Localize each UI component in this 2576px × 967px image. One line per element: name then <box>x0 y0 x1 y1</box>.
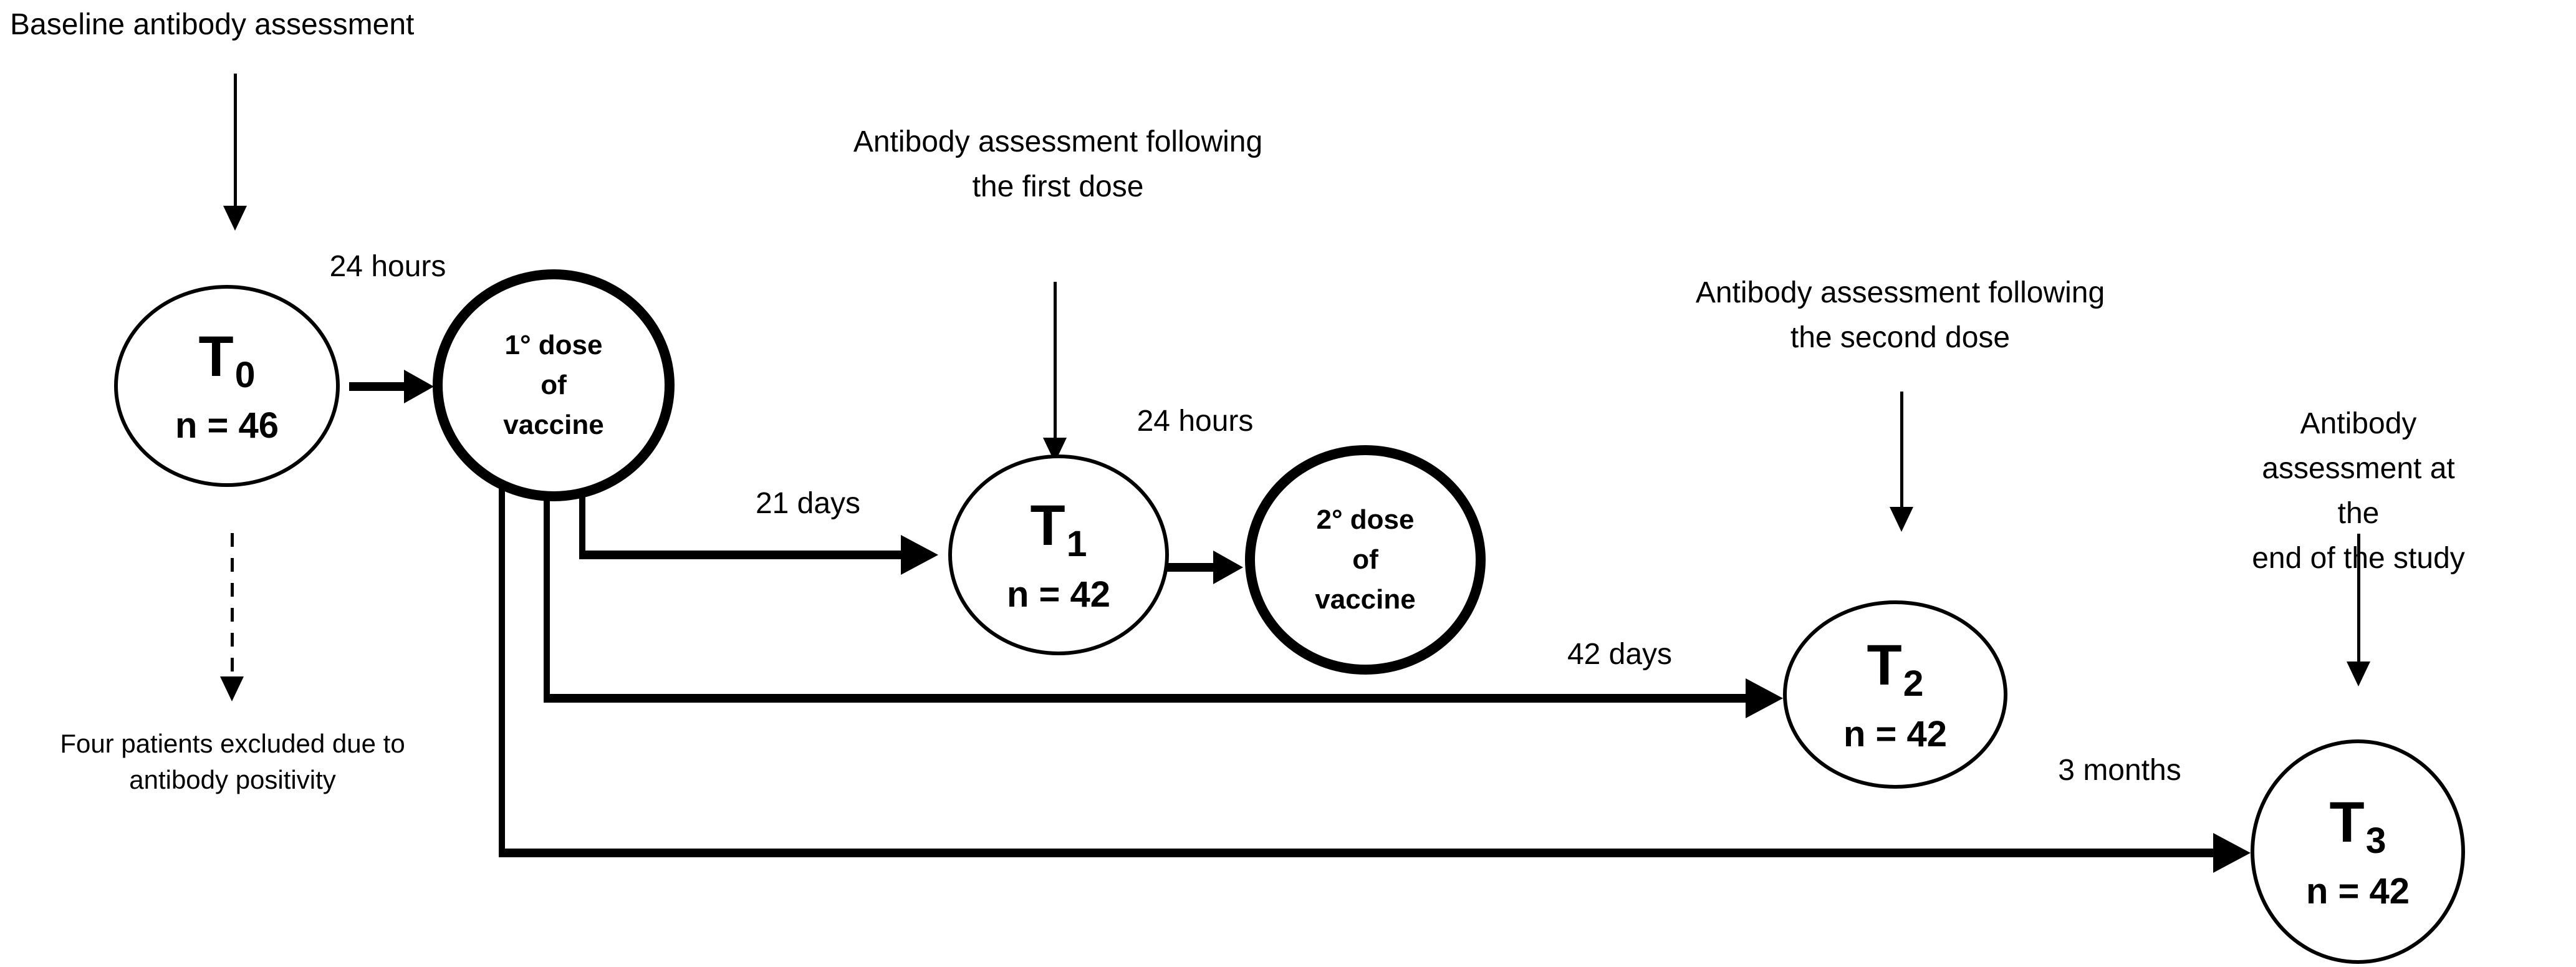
connector-dose1-t1-horizontal <box>579 551 901 559</box>
node-t1-count: n = 42 <box>1006 574 1111 615</box>
connector-dose1-t1-vertical <box>579 481 585 559</box>
node-t3-label: T3 <box>2329 791 2386 861</box>
node-t3-count: n = 42 <box>2305 870 2410 912</box>
label-assessment-first-dose: Antibody assessment following the first … <box>853 125 1263 203</box>
arrowhead-dose1-to-t3 <box>2213 833 2251 873</box>
label-excluded-patients: Four patients excluded due to antibody p… <box>60 729 405 794</box>
arrowhead-assess-second-to-t2 <box>1890 507 1913 532</box>
arrow-t0-to-dose1 <box>349 382 404 391</box>
arrow-assess-second-to-t2 <box>1900 392 1903 507</box>
arrowhead-assess-end-to-t3 <box>2347 662 2370 686</box>
node-t2-label: T2 <box>1867 633 1924 704</box>
node-t2: T2 n = 42 <box>1783 600 2007 789</box>
arrow-assess-end-to-t3 <box>2357 534 2360 662</box>
label-baseline-assessment: Baseline antibody assessment <box>10 8 415 41</box>
node-dose2-label: 2° dose of vaccine <box>1315 504 1416 615</box>
arrow-t1-to-dose2 <box>1165 563 1213 572</box>
label-assessment-second-dose: Antibody assessment following the second… <box>1695 276 2105 354</box>
dashed-arrow-t0-to-excluded <box>231 533 234 676</box>
label-interval-21-days: 21 days <box>755 487 861 520</box>
connector-dose1-t3-horizontal <box>499 849 2213 857</box>
connector-dose1-t2-horizontal <box>544 694 1746 703</box>
arrowhead-t1-to-dose2 <box>1213 551 1243 584</box>
node-dose2: 2° dose of vaccine <box>1245 445 1486 675</box>
connector-dose1-t3-vertical <box>499 481 505 857</box>
label-interval-24h-second: 24 hours <box>1137 405 1254 438</box>
arrow-assess-first-to-t1 <box>1054 282 1057 438</box>
arrowhead-baseline-to-t0 <box>223 206 247 231</box>
node-dose1: 1° dose of vaccine <box>433 269 675 501</box>
connector-dose1-t2-vertical <box>544 481 550 703</box>
node-t2-count: n = 42 <box>1843 713 1948 754</box>
node-t1-label: T1 <box>1030 494 1087 564</box>
arrowhead-dose1-to-t1 <box>901 535 938 575</box>
label-interval-3-months: 3 months <box>2058 754 2181 787</box>
node-dose1-label: 1° dose of vaccine <box>503 330 604 440</box>
arrowhead-t0-to-excluded <box>220 676 244 701</box>
label-interval-42-days: 42 days <box>1567 638 1673 671</box>
node-t3: T3 n = 42 <box>2251 739 2465 964</box>
label-assessment-end-of-study: Antibody assessment at the end of the st… <box>2252 407 2465 575</box>
node-t0: T0 n = 46 <box>114 285 340 487</box>
arrow-baseline-to-t0 <box>234 74 237 206</box>
node-t0-count: n = 46 <box>175 405 279 446</box>
node-t1: T1 n = 42 <box>948 455 1169 655</box>
arrowhead-t0-to-dose1 <box>404 370 434 403</box>
label-interval-24h-first: 24 hours <box>329 250 446 283</box>
node-t0-label: T0 <box>198 325 256 395</box>
arrowhead-dose1-to-t2 <box>1746 678 1783 718</box>
